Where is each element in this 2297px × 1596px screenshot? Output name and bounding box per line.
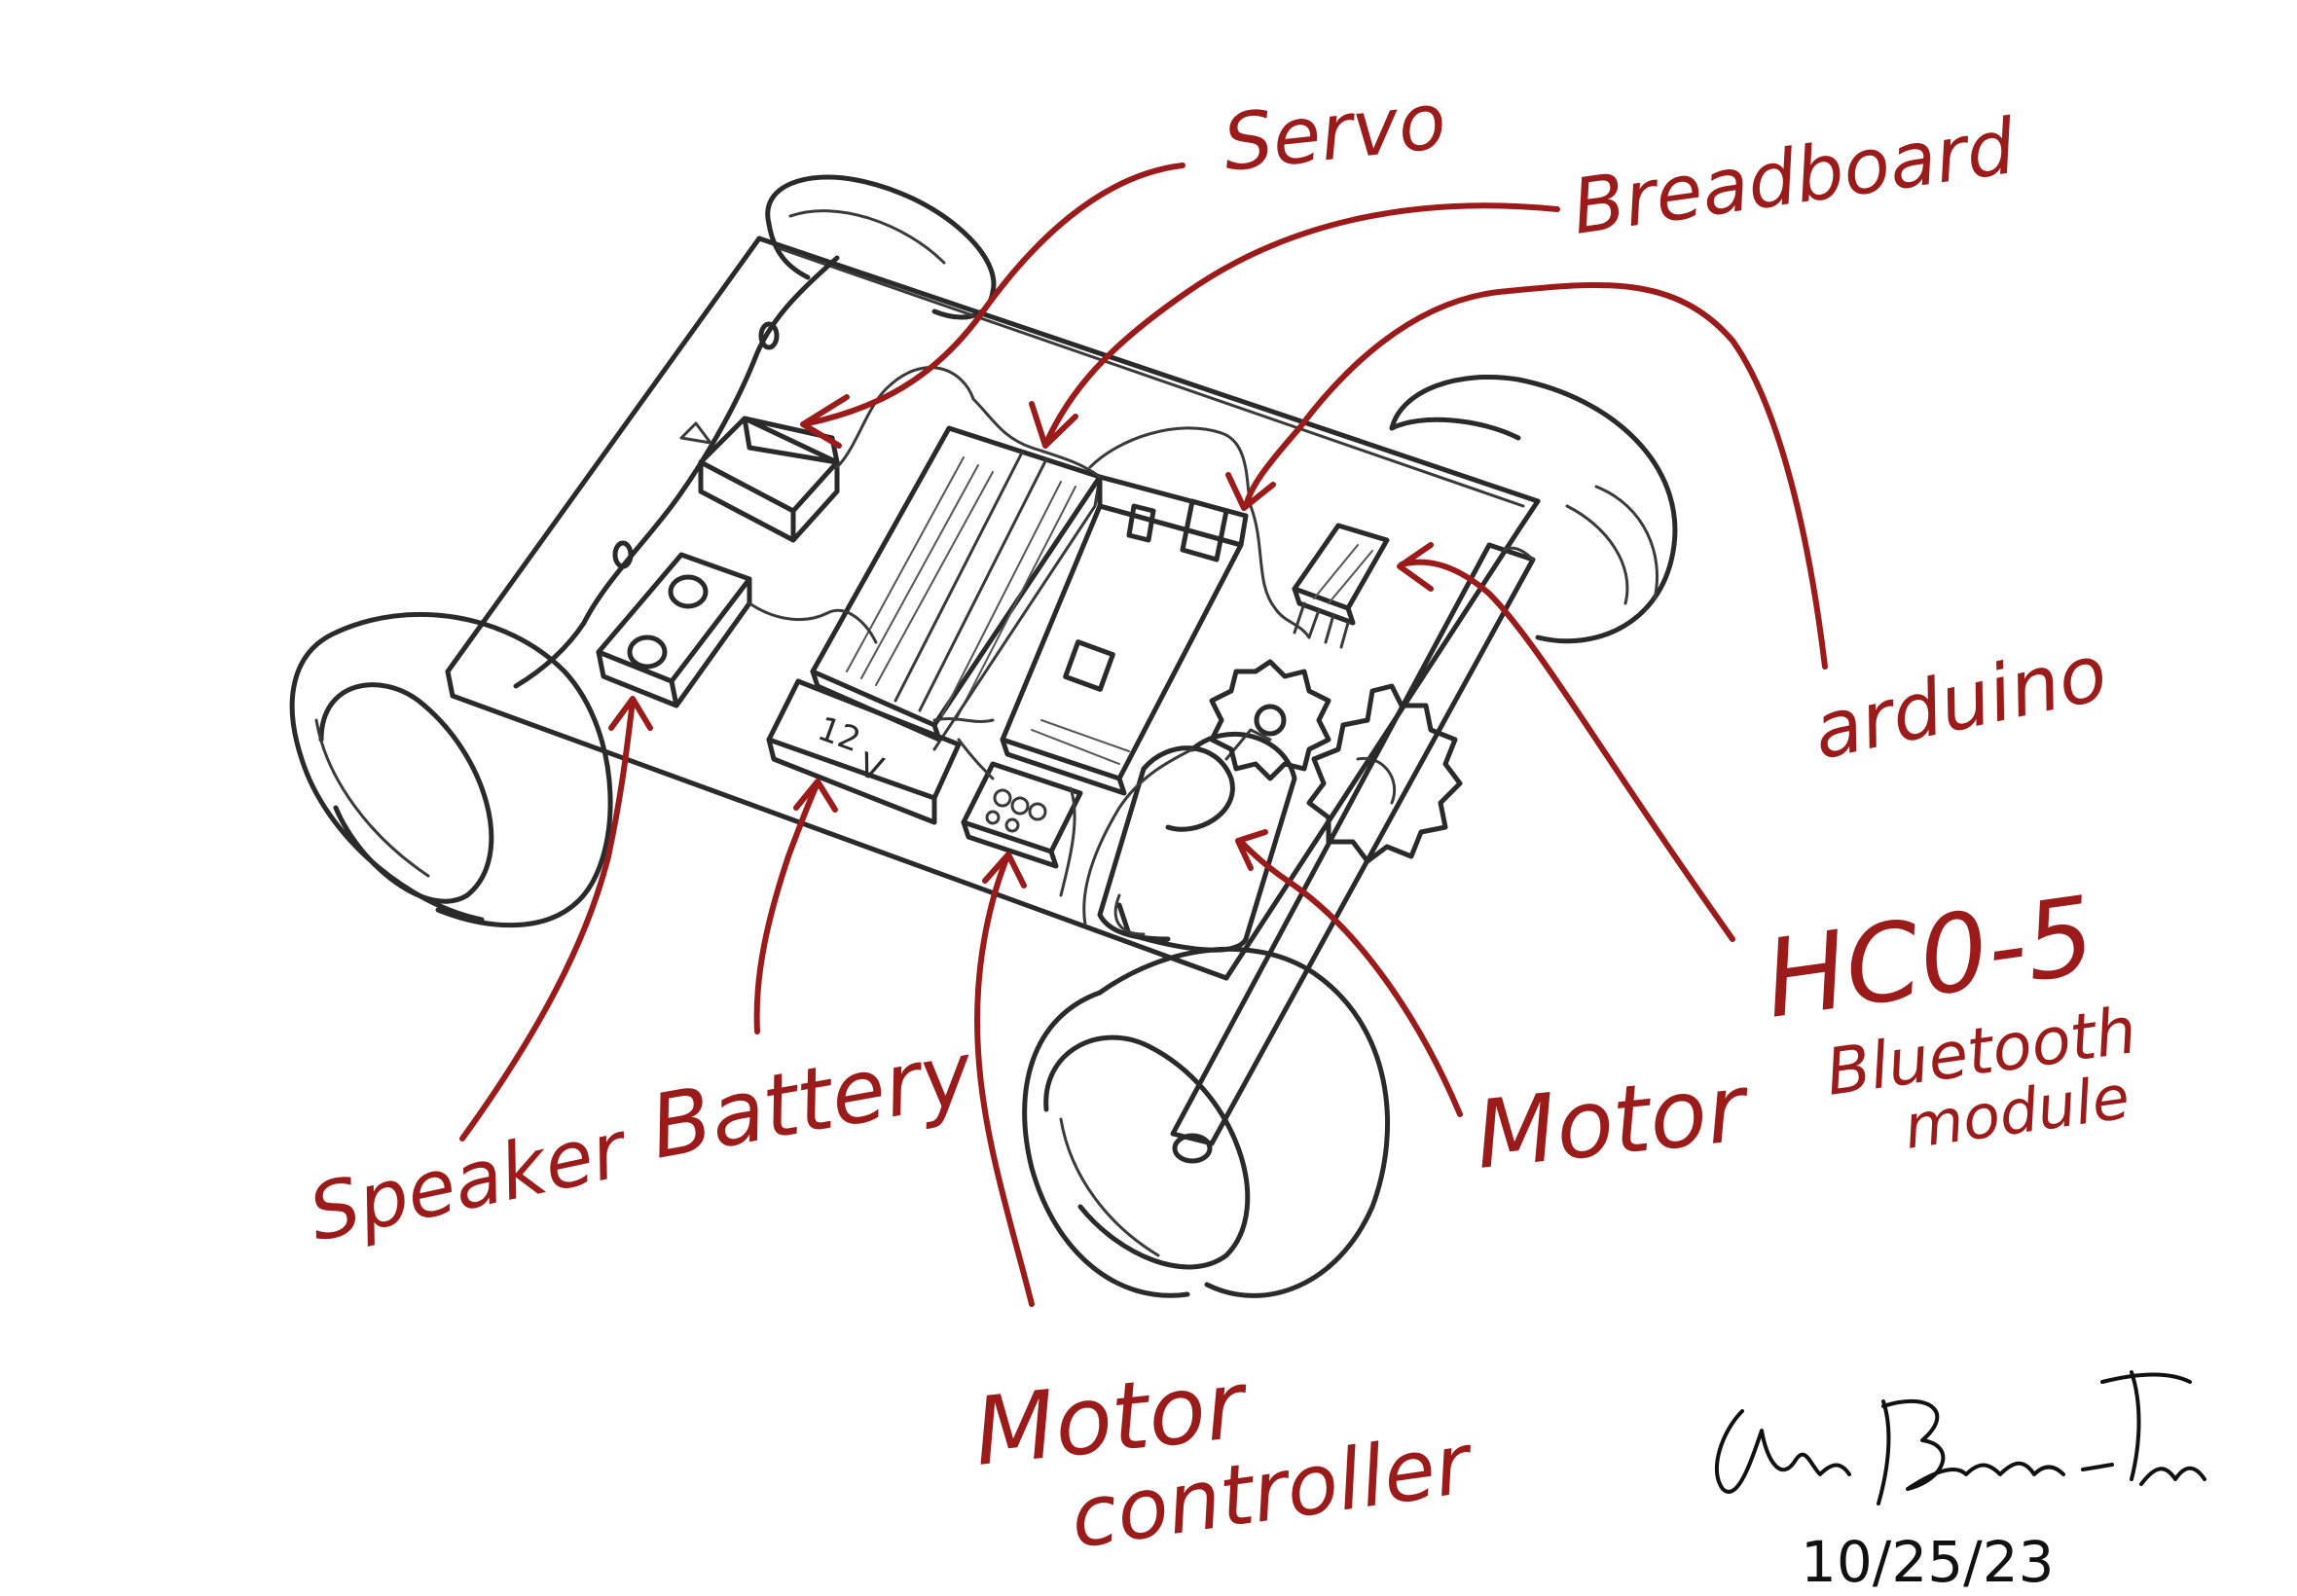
- signature-block: 10/25/23: [1717, 1372, 2205, 1595]
- arduino-arrow: [1246, 285, 1825, 667]
- annotation-labels: Servo Breadboard arduino HC0-5 Bluetooth…: [302, 75, 2141, 1567]
- arduino-label: arduino: [1805, 627, 2115, 777]
- signature-scribble: [1717, 1372, 2205, 1504]
- wheel-front-right: [1025, 949, 1388, 1295]
- axle-rod: [1173, 545, 1533, 1161]
- breadboard-arrow: [1046, 205, 1557, 443]
- servo-arrow: [808, 165, 1183, 423]
- hc05-component: [1251, 506, 1387, 647]
- left-wire: [516, 258, 837, 686]
- servo-label: Servo: [1219, 75, 1450, 188]
- battery-arrowhead: [796, 781, 835, 810]
- breadboard-component: [813, 428, 1100, 749]
- battery-label: Battery: [643, 1022, 982, 1179]
- motor-arrow: [1241, 842, 1460, 1114]
- wheel-back-left: [768, 177, 994, 317]
- battery-marking-v: V: [854, 745, 889, 790]
- motor-controller-arrow: [977, 856, 1032, 1304]
- wheel-front-left: [292, 614, 610, 925]
- signature-date: 10/25/23: [1801, 1529, 2055, 1595]
- hc05-arrowhead: [1400, 545, 1431, 589]
- arduino-component: [973, 399, 1251, 793]
- gear-small: [1212, 662, 1329, 779]
- battery-arrow: [757, 783, 818, 1032]
- breadboard-label: Breadboard: [1567, 103, 2021, 252]
- motor-label: Motor: [1471, 1053, 1756, 1190]
- battery-marking-12: 12: [813, 709, 865, 760]
